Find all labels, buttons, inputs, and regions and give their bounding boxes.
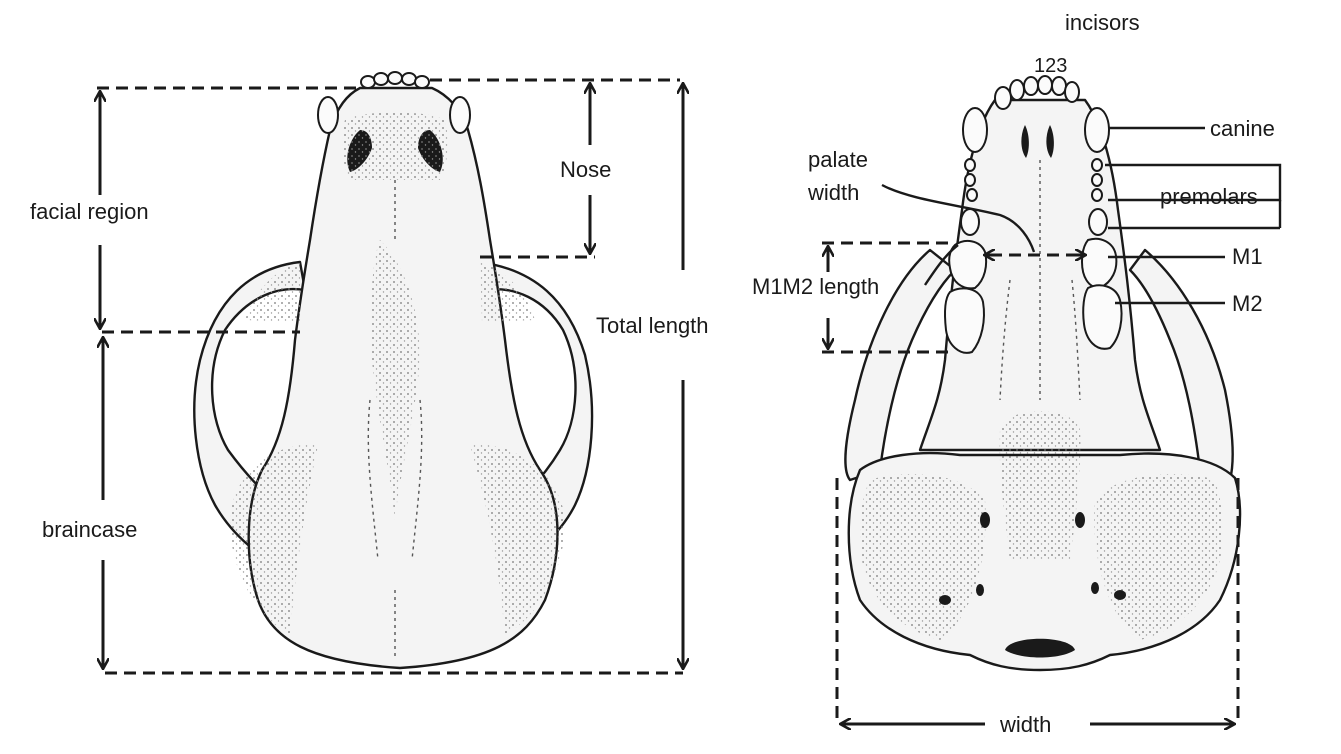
premolars-label: premolars: [1160, 184, 1258, 209]
facial-region-label: facial region: [30, 199, 149, 224]
right-canine-tooth: [1085, 108, 1109, 152]
left-m2-tooth: [945, 288, 984, 352]
right-m2-tooth: [1083, 285, 1121, 348]
nose-label: Nose: [560, 157, 611, 182]
dorsal-skull-drawing: [194, 72, 592, 668]
incisor-numbers-label: 123: [1034, 55, 1067, 77]
dorsal-incisors: [361, 72, 429, 88]
canine-label: canine: [1210, 116, 1275, 141]
m2-label: M2: [1232, 291, 1263, 316]
m1m2-length-label: M1M2 length: [752, 274, 879, 299]
m1-label: M1: [1232, 244, 1263, 269]
width-word-label: width: [807, 180, 859, 205]
braincase-label: braincase: [42, 517, 137, 542]
incisors-label: incisors: [1065, 10, 1140, 35]
palate-label: palate: [808, 147, 868, 172]
width-label: width: [999, 712, 1051, 737]
left-canine-tooth: [963, 108, 987, 152]
total-length-label: Total length: [596, 313, 709, 338]
